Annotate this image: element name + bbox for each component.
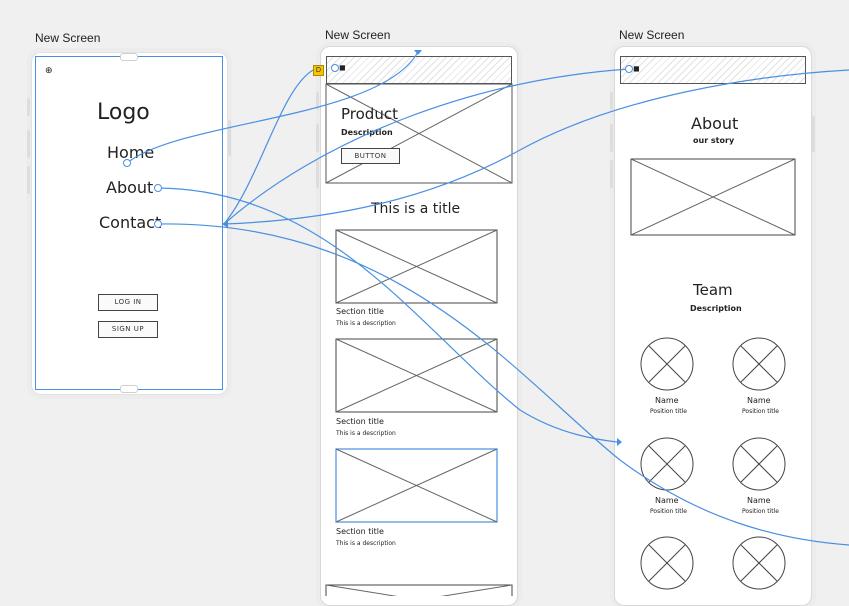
link-handle-contact[interactable] <box>154 220 162 228</box>
globe-icon: ⊕ <box>45 66 53 76</box>
camera-icon: ◼ <box>633 64 640 73</box>
link-handle-home[interactable] <box>123 159 131 167</box>
screen-3-side-button <box>610 160 613 188</box>
about-title: About <box>691 114 739 133</box>
screen-label-2[interactable]: New Screen <box>325 28 391 42</box>
screen-2-side-button <box>316 124 319 152</box>
member-position: Position title <box>742 508 779 515</box>
section-description: This is a description <box>336 540 396 547</box>
member-name: Name <box>747 496 771 505</box>
resize-handle-bottom[interactable] <box>120 385 138 393</box>
about-subtitle: our story <box>693 136 735 145</box>
hero-description: Description <box>341 128 393 137</box>
screen-label-3[interactable]: New Screen <box>619 28 685 42</box>
member-position: Position title <box>742 408 779 415</box>
hero-button[interactable]: BUTTON <box>341 148 400 164</box>
nav-link-home[interactable]: Home <box>107 143 155 162</box>
badge-icon[interactable]: D <box>313 65 324 76</box>
nav-link-contact[interactable]: Contact <box>99 213 162 232</box>
screen-label-1[interactable]: New Screen <box>35 31 101 45</box>
team-description: Description <box>690 304 742 313</box>
hero-title: Product <box>341 105 398 123</box>
member-name: Name <box>655 396 679 405</box>
member-name: Name <box>747 396 771 405</box>
member-position: Position title <box>650 508 687 515</box>
link-handle-about[interactable] <box>154 184 162 192</box>
section-title: Section title <box>336 527 384 536</box>
login-button[interactable]: LOG IN <box>98 294 158 311</box>
resize-handle-top[interactable] <box>120 53 138 61</box>
link-handle-header-2[interactable] <box>331 64 339 72</box>
screen-3-side-button <box>610 92 613 110</box>
section-title: Section title <box>336 307 384 316</box>
member-name: Name <box>655 496 679 505</box>
header-bar <box>620 56 806 84</box>
nav-link-about[interactable]: About <box>106 178 154 197</box>
header-bar <box>326 56 512 84</box>
screen-1-side-button <box>228 120 231 156</box>
team-title: Team <box>693 281 733 299</box>
screen-3-side-button <box>812 116 815 152</box>
screen-2-side-button <box>316 160 319 188</box>
screen-1-side-button <box>27 166 30 194</box>
screen-1-side-button <box>27 98 30 116</box>
link-handle-header-3[interactable] <box>625 65 633 73</box>
screen-3-side-button <box>610 124 613 152</box>
section-description: This is a description <box>336 320 396 327</box>
signup-button[interactable]: SIGN UP <box>98 321 158 338</box>
screen-2-side-button <box>316 92 319 110</box>
section-description: This is a description <box>336 430 396 437</box>
logo-text: Logo <box>97 100 150 125</box>
member-position: Position title <box>650 408 687 415</box>
page-title: This is a title <box>371 201 461 217</box>
section-title: Section title <box>336 417 384 426</box>
camera-icon: ◼ <box>339 63 346 72</box>
screen-1-side-button <box>27 130 30 158</box>
